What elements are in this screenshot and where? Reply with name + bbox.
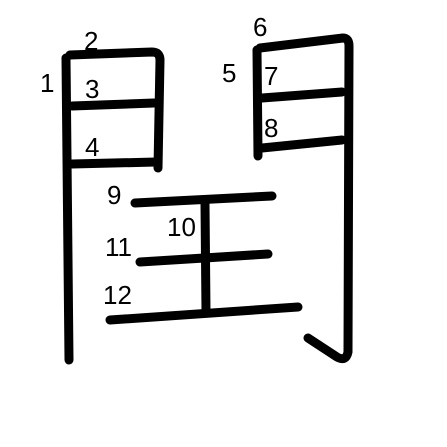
right-gate-strokes [252,33,354,364]
stroke-6 [255,33,354,364]
stroke-5 [252,45,263,161]
stroke-number-4: 4 [85,132,99,162]
stroke-7 [257,87,347,103]
stroke-number-10: 10 [167,212,196,242]
stroke-3 [67,98,159,111]
stroke-number-11: 11 [105,232,132,262]
stroke-8 [257,135,347,153]
stroke-12 [105,302,303,325]
stroke-4 [67,157,161,169]
stroke-2 [65,47,165,173]
left-gate-strokes [61,47,165,365]
stroke-number-labels: 1 2 3 4 5 6 7 8 9 10 11 12 [40,12,278,310]
stroke-11 [135,249,273,267]
stroke-number-1: 1 [40,68,54,98]
stroke-number-5: 5 [222,58,236,88]
stroke-number-12: 12 [103,280,132,310]
stroke-1 [61,53,74,365]
stroke-number-7: 7 [264,61,278,91]
stroke-number-2: 2 [84,26,98,56]
stroke-9 [130,191,277,208]
stroke-number-3: 3 [85,74,99,104]
stroke-number-9: 9 [107,180,121,210]
stroke-number-8: 8 [264,113,278,143]
stroke-number-6: 6 [253,12,267,42]
king-radical-strokes [105,191,303,325]
